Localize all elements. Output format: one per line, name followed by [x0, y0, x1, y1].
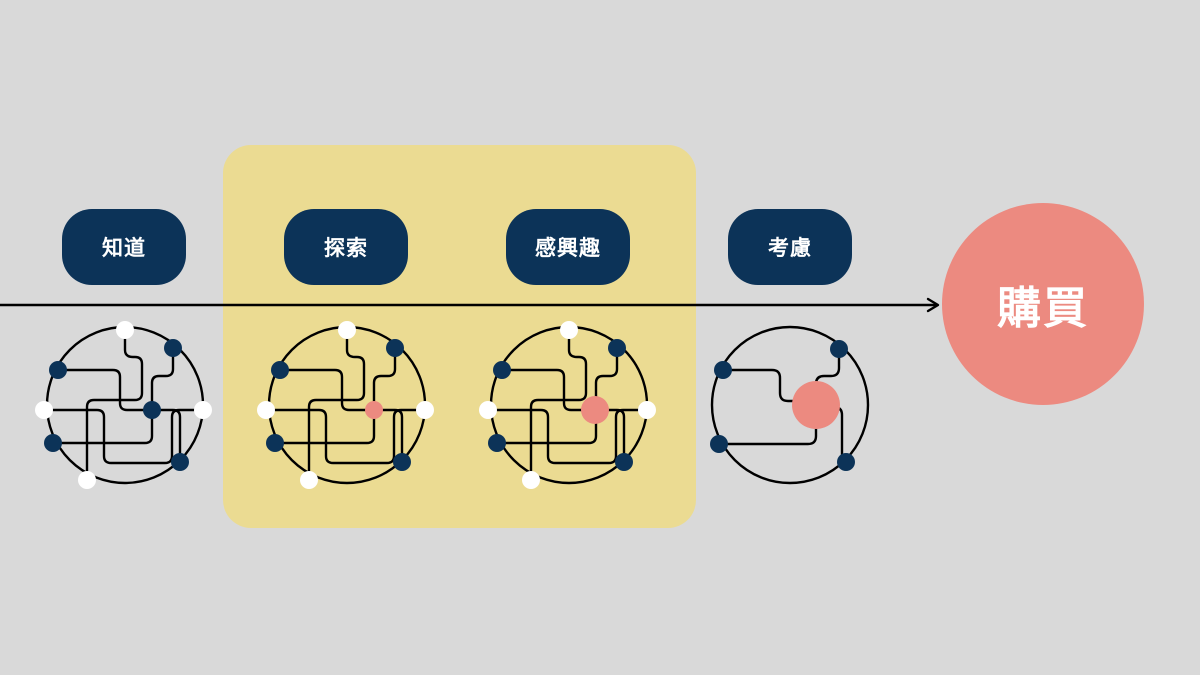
network-icon-consideration [710, 325, 870, 485]
network-icon-awareness [35, 321, 212, 489]
center-node [581, 396, 609, 424]
stage-consideration-pill: 考慮 [728, 209, 852, 285]
stage-label: 考慮 [768, 236, 812, 260]
purchase-goal-circle: 購買 [942, 203, 1144, 405]
arrow-right-icon [0, 297, 940, 313]
stage-label: 知道 [102, 236, 146, 260]
stage-label: 感興趣 [535, 236, 601, 260]
stage-label: 探索 [324, 236, 368, 260]
goal-label: 購買 [997, 283, 1089, 334]
center-node [792, 381, 840, 429]
stage-interest-pill: 感興趣 [506, 209, 630, 285]
center-node [143, 401, 161, 419]
stage-awareness-pill: 知道 [62, 209, 186, 285]
stage-explore-pill: 探索 [284, 209, 408, 285]
center-node [365, 401, 383, 419]
network-icon-interest [479, 321, 656, 489]
network-icon-explore [257, 321, 434, 489]
